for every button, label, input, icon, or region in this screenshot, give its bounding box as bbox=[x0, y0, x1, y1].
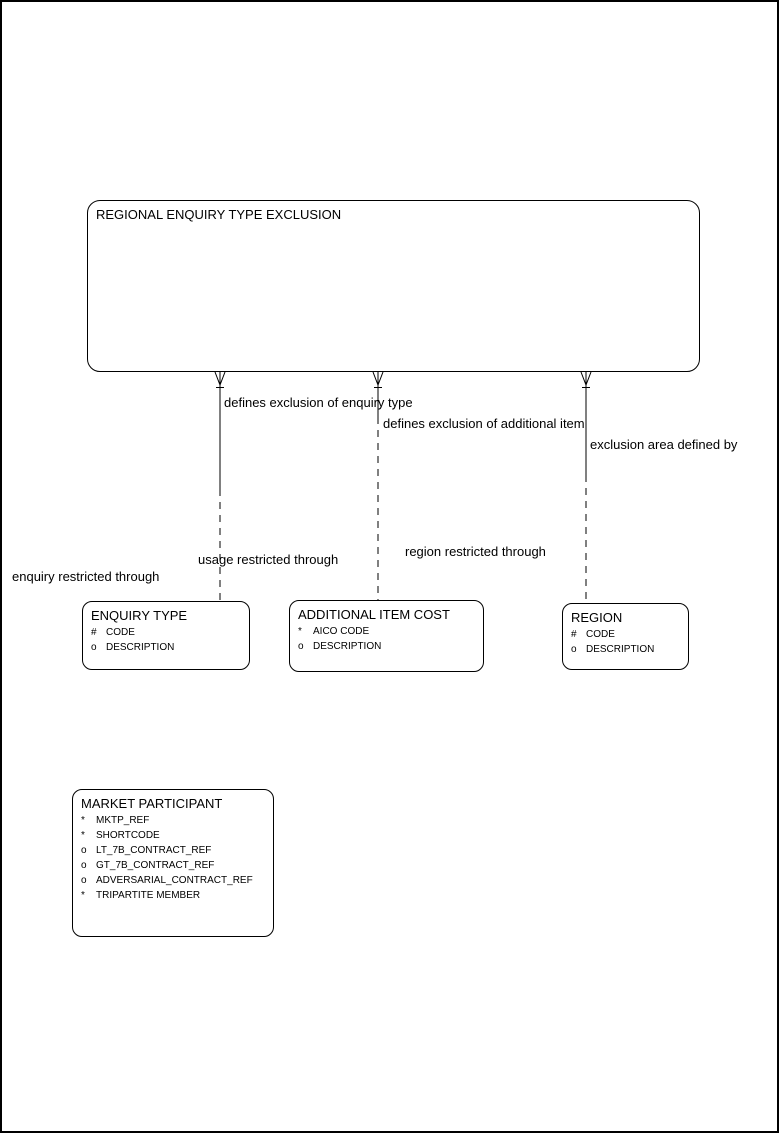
attribute-prefix: * bbox=[81, 815, 85, 826]
attribute-row: * TRIPARTITE MEMBER bbox=[73, 888, 273, 903]
connector-additional-item-cost bbox=[372, 371, 384, 600]
attribute-row: o LT_7B_CONTRACT_REF bbox=[73, 843, 273, 858]
attribute-row: o ADVERSARIAL_CONTRACT_REF bbox=[73, 873, 273, 888]
attribute-prefix: # bbox=[571, 629, 577, 640]
attribute-row: o GT_7B_CONTRACT_REF bbox=[73, 858, 273, 873]
connector-enquiry-type bbox=[214, 371, 226, 601]
attribute-row: # CODE bbox=[83, 625, 249, 640]
connector-region bbox=[580, 371, 592, 603]
relationship-label-defines-exclusion-of-additional-item: defines exclusion of additional item bbox=[383, 416, 585, 431]
attribute-prefix: o bbox=[298, 641, 304, 652]
attribute-prefix: o bbox=[571, 644, 577, 655]
attribute-name: DESCRIPTION bbox=[586, 644, 655, 655]
entity-regional-enquiry-type-exclusion: REGIONAL ENQUIRY TYPE EXCLUSION bbox=[87, 200, 700, 372]
attribute-row: o DESCRIPTION bbox=[563, 642, 688, 657]
attribute-prefix: o bbox=[81, 845, 87, 856]
entity-region: REGION # CODE o DESCRIPTION bbox=[562, 603, 689, 670]
attribute-prefix: o bbox=[81, 860, 87, 871]
crow-foot-icon bbox=[580, 371, 592, 388]
attribute-name: TRIPARTITE MEMBER bbox=[96, 890, 201, 901]
attribute-prefix: o bbox=[91, 642, 97, 653]
attribute-name: MKTP_REF bbox=[96, 815, 150, 826]
attribute-name: DESCRIPTION bbox=[313, 641, 382, 652]
attribute-name: CODE bbox=[106, 627, 135, 638]
relationship-label-exclusion-area-defined-by: exclusion area defined by bbox=[590, 437, 738, 452]
attribute-name: AICO CODE bbox=[313, 626, 370, 637]
attribute-name: DESCRIPTION bbox=[106, 642, 175, 653]
crow-foot-icon bbox=[372, 371, 384, 388]
attribute-row: # CODE bbox=[563, 627, 688, 642]
entity-enquiry-type: ENQUIRY TYPE # CODE o DESCRIPTION bbox=[82, 601, 250, 670]
crow-foot-icon bbox=[214, 371, 226, 388]
relationship-label-enquiry-restricted-through: enquiry restricted through bbox=[12, 569, 160, 584]
entity-market-participant: MARKET PARTICIPANT *MKTP_REF *SHORTCODE … bbox=[72, 789, 274, 937]
attribute-name: GT_7B_CONTRACT_REF bbox=[96, 860, 215, 871]
attribute-prefix: # bbox=[91, 627, 97, 638]
relationship-label-defines-exclusion-of-enquiry-type: defines exclusion of enquiry type bbox=[224, 395, 413, 410]
attribute-name: ADVERSARIAL_CONTRACT_REF bbox=[96, 875, 253, 886]
relationship-label-region-restricted-through: region restricted through bbox=[405, 544, 546, 559]
entity-title: REGION bbox=[571, 610, 623, 625]
attribute-row: * MKTP_REF bbox=[73, 813, 273, 828]
attribute-prefix: * bbox=[298, 626, 302, 637]
entity-title: ENQUIRY TYPE bbox=[91, 608, 188, 623]
attribute-prefix: * bbox=[81, 830, 85, 841]
entity-title: REGIONAL ENQUIRY TYPE EXCLUSION bbox=[96, 207, 342, 222]
relationship-label-usage-restricted-through: usage restricted through bbox=[198, 552, 339, 567]
attribute-prefix: o bbox=[81, 875, 87, 886]
attribute-name: SHORTCODE bbox=[96, 830, 160, 841]
entity-title: ADDITIONAL ITEM COST bbox=[298, 607, 450, 622]
attribute-prefix: * bbox=[81, 890, 85, 901]
entity-additional-item-cost: ADDITIONAL ITEM COST * AICO CODE o DESCRIP… bbox=[289, 600, 484, 672]
attribute-row: o DESCRIPTION bbox=[290, 639, 483, 654]
attribute-row: * AICO CODE bbox=[290, 624, 483, 639]
attribute-row: o DESCRIPTION bbox=[83, 640, 249, 655]
attribute-name: LT_7B_CONTRACT_REF bbox=[96, 845, 212, 856]
attribute-name: CODE bbox=[586, 629, 615, 640]
attribute-row: * SHORTCODE bbox=[73, 828, 273, 843]
entity-title: MARKET PARTICIPANT bbox=[81, 796, 223, 811]
